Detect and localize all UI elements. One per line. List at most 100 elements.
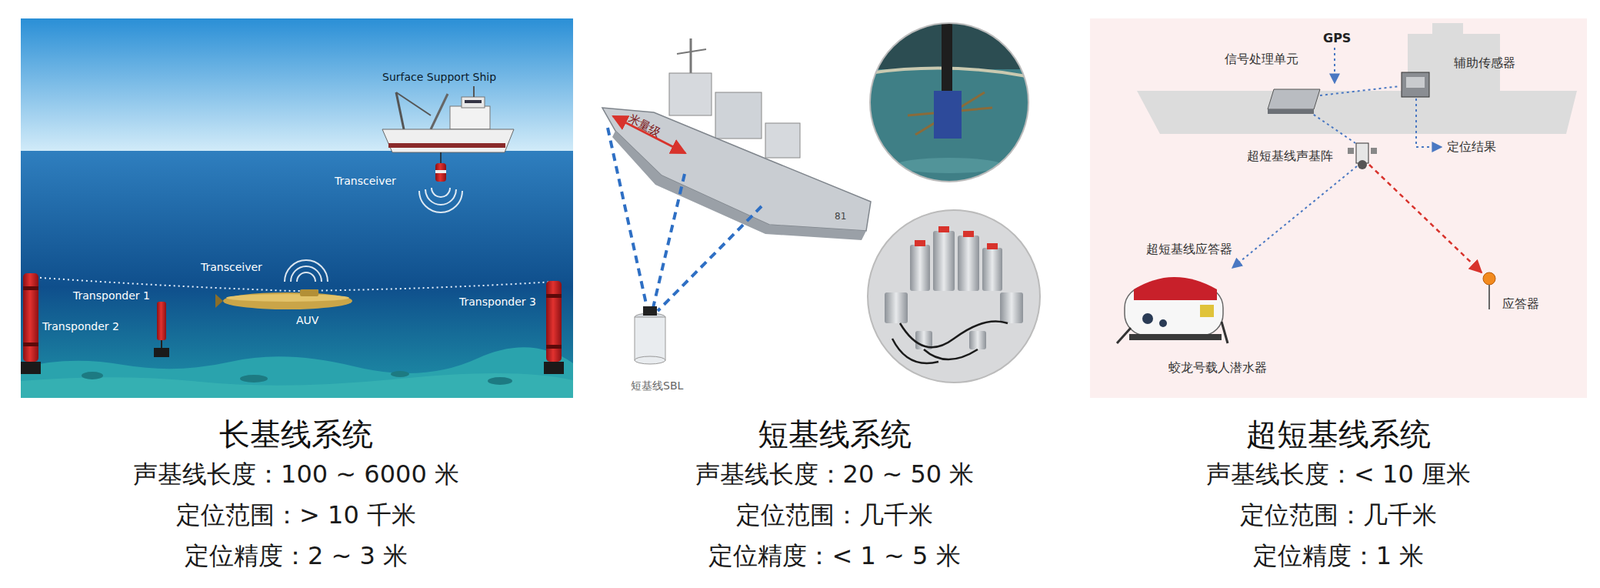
illustration-part (546, 344, 562, 349)
panel-title: 超短基线系统 (1196, 413, 1480, 454)
illustration-part (435, 170, 447, 174)
illustration-part (20, 361, 41, 374)
illustration-part (1116, 327, 1131, 344)
illustration-part (461, 96, 485, 108)
illustration-part (607, 127, 648, 311)
illustration-part (1232, 166, 1357, 268)
illustration-part (867, 210, 1040, 383)
long-baseline-scene (20, 18, 574, 398)
part-label: 定位结果 (1446, 139, 1497, 154)
illustration-part (1333, 47, 1336, 84)
illustration-part (634, 356, 666, 364)
illustration-part (20, 150, 574, 398)
illustration-part (1267, 109, 1314, 114)
hull-number: 81 (834, 210, 847, 222)
illustration-part (1483, 272, 1496, 285)
illustration-part (1309, 111, 1356, 144)
illustration-part (1432, 23, 1464, 36)
illustration-part (419, 187, 463, 213)
illustration-part (388, 143, 506, 148)
illustration-part (986, 243, 998, 250)
illustration-part (1221, 321, 1228, 344)
illustration-part (300, 289, 319, 297)
part-label: Transponder 2 (42, 320, 120, 334)
illustration-part (1347, 147, 1354, 154)
illustration-part (450, 106, 490, 130)
illustration-part (23, 286, 39, 290)
illustration-part (23, 273, 39, 362)
illustration-part (865, 207, 1043, 385)
spec-line: 定位范围：几千米 (1196, 494, 1480, 536)
part-label: Transponder 3 (459, 295, 537, 309)
illustration-part (1136, 90, 1577, 134)
illustration-part (910, 244, 930, 291)
panel-title: 短基线系统 (686, 413, 984, 454)
part-label: 辅助传感器 (1453, 55, 1516, 70)
part-label: Transponder 1 (73, 289, 150, 303)
illustration-part (669, 73, 712, 116)
illustration-part (487, 376, 513, 385)
illustration-part (156, 301, 167, 340)
illustration-part (1416, 98, 1442, 147)
illustration-part (1142, 313, 1154, 324)
illustration-part (430, 93, 448, 130)
illustration-part (1401, 72, 1430, 97)
illustration-part (1159, 319, 1167, 327)
illustration-part (933, 230, 955, 291)
illustration-part (1090, 18, 1587, 398)
illustration-part (20, 18, 574, 153)
illustration-part (546, 293, 562, 298)
illustration-part (1488, 284, 1490, 310)
illustration-part (30, 276, 554, 291)
illustration-part (676, 49, 707, 54)
illustration-part (869, 23, 1031, 185)
illustration-part (160, 340, 163, 348)
illustration-part (865, 207, 1043, 385)
illustration-part (643, 306, 657, 316)
illustration-part (1320, 86, 1400, 96)
part-label: 短基线SBL (630, 379, 684, 393)
illustration-part (1406, 76, 1425, 88)
illustration-part (612, 130, 867, 240)
illustration-part (382, 129, 514, 153)
illustration-part (1000, 292, 1024, 324)
illustration-part (765, 123, 800, 158)
illustration-part (892, 321, 1008, 364)
illustration-part (657, 206, 762, 311)
spec-line: 定位精度：1 米 (1196, 535, 1480, 577)
illustration-part (1129, 333, 1222, 340)
illustration-part (215, 293, 224, 308)
illustration-part (969, 330, 987, 350)
illustration-part (895, 157, 1004, 174)
part-label: 信号处理单元 (1224, 51, 1299, 67)
illustration-part (390, 370, 410, 377)
illustration-part (1133, 276, 1217, 300)
illustration-part (933, 90, 962, 139)
part-label: 超短基线应答器 (1146, 241, 1233, 257)
spec-line: 声基线长度：20 ~ 50 米 (686, 453, 984, 495)
part-label: 超短基线声基阵 (1246, 148, 1334, 164)
illustration-part (982, 247, 1003, 291)
illustration-part (23, 342, 39, 347)
spec-line: 定位范围：几千米 (686, 494, 984, 536)
spec-line: 定位精度：2 ~ 3 米 (123, 535, 469, 577)
illustration-part (396, 92, 431, 116)
illustration-part (1200, 304, 1214, 317)
illustration-part (1357, 160, 1367, 170)
spec-line: 声基线长度：100 ~ 6000 米 (123, 453, 469, 495)
illustration-part (1369, 164, 1482, 273)
part-label: 蛟龙号载人潜水器 (1168, 360, 1267, 375)
illustration-part (634, 316, 666, 360)
illustration-part (153, 347, 170, 357)
panel-caption: 长基线系统声基线长度：100 ~ 6000 米定位范围：> 10 千米定位精度：… (123, 413, 469, 577)
illustration-part (81, 371, 104, 380)
short-baseline-scene: 81 (602, 23, 1043, 385)
illustration-part (435, 163, 447, 182)
illustration-part (715, 92, 762, 139)
illustration-part (223, 292, 353, 310)
illustration-part (546, 280, 562, 362)
illustration-part (473, 86, 475, 97)
ultra-short-baseline-scene (1090, 18, 1587, 398)
